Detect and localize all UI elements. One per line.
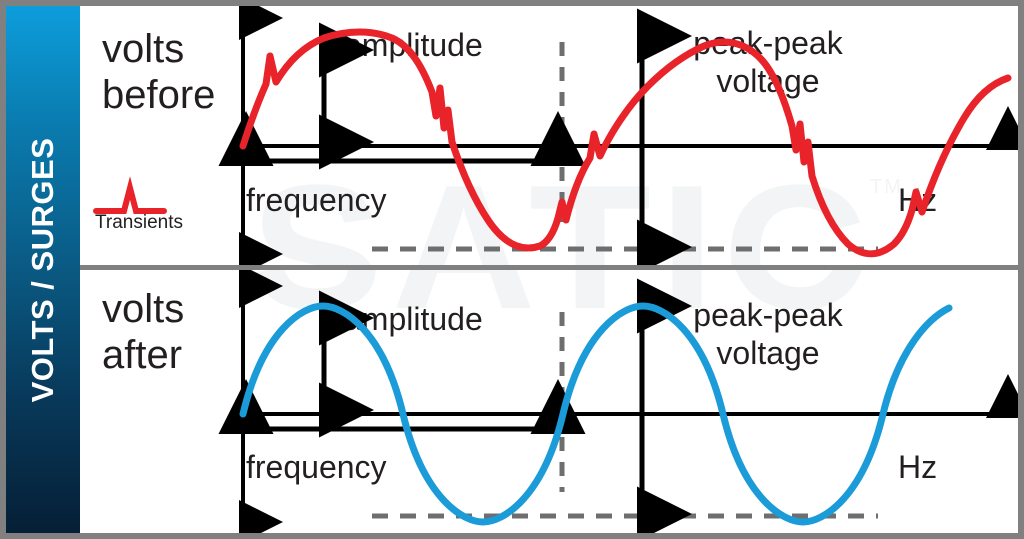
panel-before-title-line1: volts — [102, 27, 185, 71]
sidebar-label: VOLTS / SURGES — [25, 137, 60, 402]
panel-after-title-line1: volts — [102, 287, 185, 331]
panel-after-title-line2: after — [102, 333, 183, 377]
panel-volts-before: SATIC TM volts before Transients amplitu… — [80, 6, 1018, 265]
peak-peak-label-after-line2: voltage — [716, 335, 820, 371]
legend-transients-label: Transients — [95, 212, 183, 233]
panel-volts-after: SATIC volts after amplitude peak-peak vo… — [80, 270, 1018, 533]
peak-peak-label-after-line1: peak-peak — [693, 297, 843, 333]
hz-label-after: Hz — [898, 449, 938, 485]
waveform-before-svg — [93, 6, 1018, 265]
sidebar-volts-surges[interactable]: VOLTS / SURGES — [6, 6, 80, 533]
panel-divider — [80, 265, 1018, 270]
waveform-after-path — [239, 302, 953, 526]
waveform-before-path — [239, 28, 1012, 258]
panel-before-title-line2: before — [102, 73, 216, 117]
transient-spike-icon — [93, 176, 167, 214]
waveform-after-svg — [218, 270, 1018, 533]
